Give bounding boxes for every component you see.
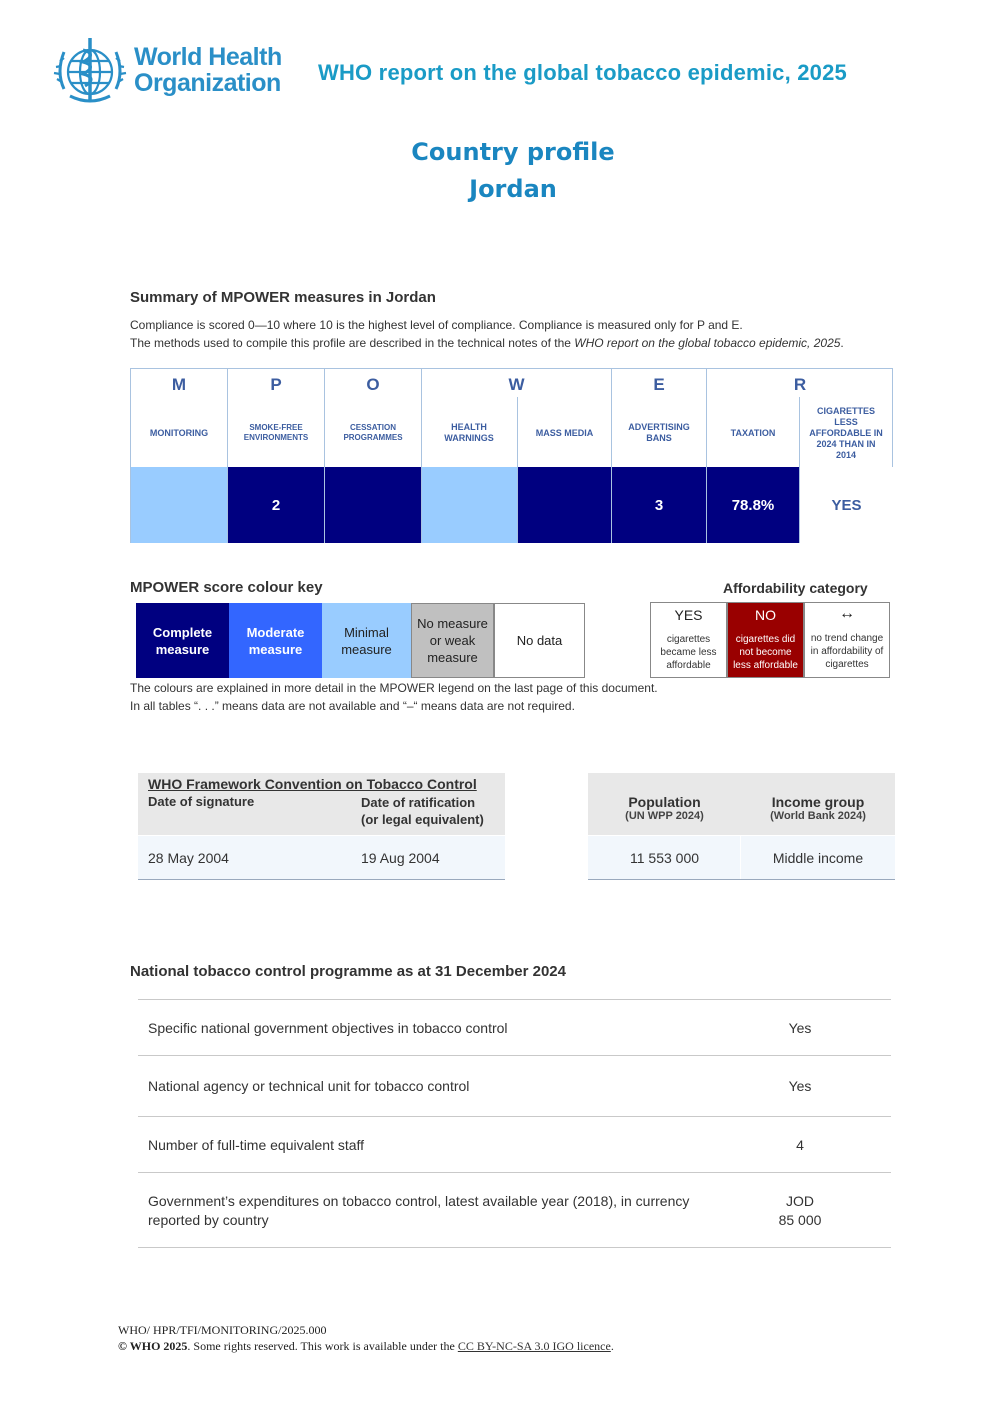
profile-title: Country profile xyxy=(411,138,615,166)
copyright-text: . Some rights reserved. This work is ava… xyxy=(187,1339,458,1353)
population-col-header: Population (UN WPP 2024) xyxy=(588,794,741,822)
fctc-sig-header: Date of signature xyxy=(148,794,255,809)
doc-code: WHO/ HPR/TFI/MONITORING/2025.000 xyxy=(118,1323,327,1337)
value-monitoring xyxy=(131,467,227,543)
mpower-summary-table: M P O W E R MONITORING SMOKE-FREE ENVIRO… xyxy=(130,368,893,543)
aff-key-trend: ↔ no trend change in affordability of ci… xyxy=(804,602,890,678)
value-advertising: 3 xyxy=(612,467,706,543)
colour-key-notes: The colours are explained in more detail… xyxy=(130,679,658,715)
summary-heading: Summary of MPOWER measures in Jordan xyxy=(130,289,436,306)
income-col-header: Income group (World Bank 2024) xyxy=(741,794,895,822)
fctc-rat-header-line1: Date of ratification xyxy=(361,795,476,810)
who-emblem-icon xyxy=(53,38,127,103)
colour-key-note2: In all tables “. . .” means data are not… xyxy=(130,699,575,713)
fctc-sig-date: 28 May 2004 xyxy=(148,850,229,866)
summary-note-line2: The methods used to compile this profile… xyxy=(130,334,844,352)
programme-row-agency-label: National agency or technical unit for to… xyxy=(148,1078,470,1094)
colour-key-heading: MPOWER score colour key xyxy=(130,579,323,596)
programme-heading: National tobacco control programme as at… xyxy=(130,963,566,980)
summary-note-prefix: The methods used to compile this profile… xyxy=(130,336,575,350)
summary-note-report-title: WHO report on the global tobacco epidemi… xyxy=(574,336,841,350)
label-cessation: CESSATION PROGRAMMES xyxy=(343,423,403,442)
value-health-warnings xyxy=(422,467,517,543)
population-source: (UN WPP 2024) xyxy=(625,810,704,822)
summary-note-line1: Compliance is scored 0—10 where 10 is th… xyxy=(130,318,743,332)
fctc-body xyxy=(138,836,505,879)
letter-p: P xyxy=(270,375,282,394)
summary-note: Compliance is scored 0—10 where 10 is th… xyxy=(130,316,844,352)
income-value: Middle income xyxy=(772,850,864,866)
aff-no-label: NO xyxy=(755,607,776,623)
key-no-measure: No measure or weak measure xyxy=(411,603,494,678)
value-affordability: YES xyxy=(800,467,893,543)
aff-yes-desc: cigarettes became less affordable xyxy=(660,634,717,671)
label-health-warnings: HEALTH WARNINGS xyxy=(444,422,494,443)
fctc-rat-header-line2: (or legal equivalent) xyxy=(361,812,484,827)
programme-row-expenditure-value: JOD 85 000 xyxy=(700,1192,900,1230)
label-smoke-free: SMOKE-FREE ENVIRONMENTS xyxy=(243,423,309,442)
expenditure-label-line2: reported by country xyxy=(148,1212,269,1228)
income-source: (World Bank 2024) xyxy=(770,810,866,822)
licence-link[interactable]: CC BY-NC-SA 3.0 IGO licence xyxy=(457,1339,611,1353)
key-no-data: No data xyxy=(494,603,585,678)
aff-key-yes: YES cigarettes became less affordable xyxy=(650,602,727,678)
value-smoke-free: 2 xyxy=(228,467,324,543)
org-name-line1: World Health xyxy=(134,43,282,71)
footer: WHO/ HPR/TFI/MONITORING/2025.000 © WHO 2… xyxy=(118,1322,614,1354)
fctc-rat-date: 19 Aug 2004 xyxy=(361,850,440,866)
letter-w: W xyxy=(508,375,525,394)
programme-row-expenditure-label: Government’s expenditures on tobacco con… xyxy=(148,1192,689,1230)
expenditure-amount: 85 000 xyxy=(778,1212,822,1228)
trend-arrow-icon: ↔ xyxy=(839,605,855,622)
who-logo: World Health Organization xyxy=(50,34,282,110)
population-header xyxy=(588,773,895,835)
colour-key-note1: The colours are explained in more detail… xyxy=(130,681,658,695)
affordability-heading: Affordability category xyxy=(723,580,868,596)
fctc-header xyxy=(138,773,505,835)
org-name-line2: Organization xyxy=(134,69,281,97)
aff-trend-desc: no trend change in affordability of ciga… xyxy=(810,633,884,670)
aff-no-desc: cigarettes did not become less affordabl… xyxy=(733,634,798,671)
summary-note-suffix: . xyxy=(840,336,844,350)
report-title: WHO report on the global tobacco epidemi… xyxy=(318,60,847,85)
programme-row-objectives-value: Yes xyxy=(788,1020,812,1036)
aff-key-no: NO cigarettes did not become less afford… xyxy=(727,602,804,678)
letter-e: E xyxy=(653,375,665,394)
label-affordability: CIGARETTES LESS AFFORDABLE IN 2024 THAN … xyxy=(809,405,883,460)
population-value: 11 553 000 xyxy=(629,850,700,866)
expenditure-label-line1: Government’s expenditures on tobacco con… xyxy=(148,1193,690,1209)
value-taxation: 78.8% xyxy=(707,467,799,543)
label-advertising: ADVERTISING BANS xyxy=(628,422,690,443)
label-mass-media: MASS MEDIA xyxy=(535,427,594,438)
profile-title-block: Country profile Jordan xyxy=(0,134,992,208)
label-monitoring: MONITORING xyxy=(149,427,209,438)
copyright-line: © WHO 2025. Some rights reserved. This w… xyxy=(118,1338,614,1354)
population-body xyxy=(588,836,895,879)
country-name: Jordan xyxy=(469,175,557,203)
fctc-title: WHO Framework Convention on Tobacco Cont… xyxy=(148,776,477,792)
label-taxation: TAXATION xyxy=(730,427,776,438)
population-title: Population xyxy=(628,794,701,810)
expenditure-currency: JOD xyxy=(786,1193,814,1209)
key-moderate: Moderate measure xyxy=(229,603,322,678)
letter-o: O xyxy=(366,375,380,394)
key-minimal: Minimal measure xyxy=(322,603,411,678)
programme-row-staff-value: 4 xyxy=(796,1137,804,1153)
programme-row-objectives-label: Specific national government objectives … xyxy=(148,1020,508,1036)
key-complete: Complete measure xyxy=(136,603,229,678)
programme-row-agency-value: Yes xyxy=(788,1078,812,1094)
letter-r: R xyxy=(793,375,807,394)
value-mass-media xyxy=(518,467,611,543)
fctc-rat-header: Date of ratification (or legal equivalen… xyxy=(361,794,484,828)
copyright-year: © WHO 2025 xyxy=(118,1339,188,1353)
programme-row-staff-label: Number of full-time equivalent staff xyxy=(148,1137,365,1153)
aff-yes-label: YES xyxy=(674,607,703,623)
income-title: Income group xyxy=(771,794,865,810)
letter-m: M xyxy=(171,375,187,394)
copyright-end: . xyxy=(610,1339,614,1353)
value-cessation xyxy=(325,467,421,543)
